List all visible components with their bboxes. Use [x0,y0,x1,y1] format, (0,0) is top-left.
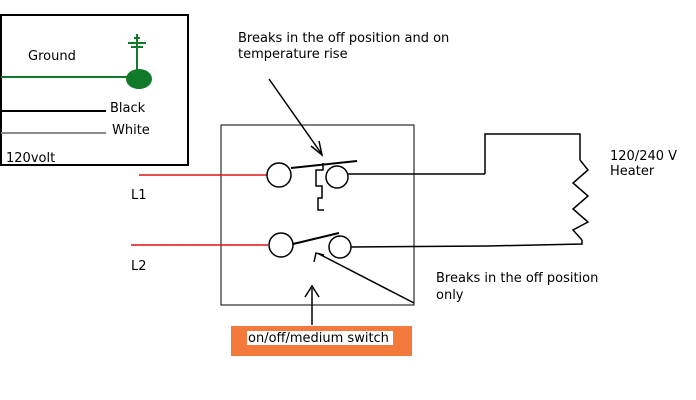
legend-black-label: Black [110,101,146,116]
top-annotation-arrowhead [310,140,324,157]
l2-input-terminal [268,232,294,258]
bottom-annotation-arrow [318,253,415,304]
heater-top-wire [484,133,581,174]
switch-label-highlight [247,331,393,345]
legend-border [0,14,189,166]
l2-output-wire [350,245,489,248]
l2-label: L2 [131,259,147,274]
l1-label: L1 [131,188,147,203]
heater-circuit [484,133,590,247]
switch-up-arrowhead [304,284,320,298]
l1-switch-blade [290,160,358,169]
bottom-annotation-line1: Breaks in the off position [436,271,598,286]
switch-box [220,124,415,306]
wire-legend: Ground Black White 120volt [0,14,189,166]
l2-output-terminal [328,235,352,259]
bottom-annotation-arrowhead [313,252,325,263]
l2-switch-blade [292,232,340,245]
ground-symbol-icon [126,34,152,89]
heater-label-line2: Heater [610,164,655,179]
top-annotation-line1: Breaks in the off position and on [238,31,449,46]
legend-white-label: White [112,123,150,138]
heater-resistor-icon [571,159,590,241]
thermostat-element [315,163,324,211]
bottom-annotation-line2: only [436,288,464,303]
switch-label: on/off/medium switch [248,331,389,346]
legend-voltage-label: 120volt [6,151,55,166]
top-annotation-arrow [268,78,322,154]
heater-label-line1: 120/240 V [610,149,677,164]
legend-ground-label: Ground [28,49,76,64]
top-annotation-line2: temperature rise [238,47,348,62]
l1-input-terminal [266,162,292,188]
l1-output-terminal [325,165,349,189]
heater-bottom-wire [487,240,583,247]
